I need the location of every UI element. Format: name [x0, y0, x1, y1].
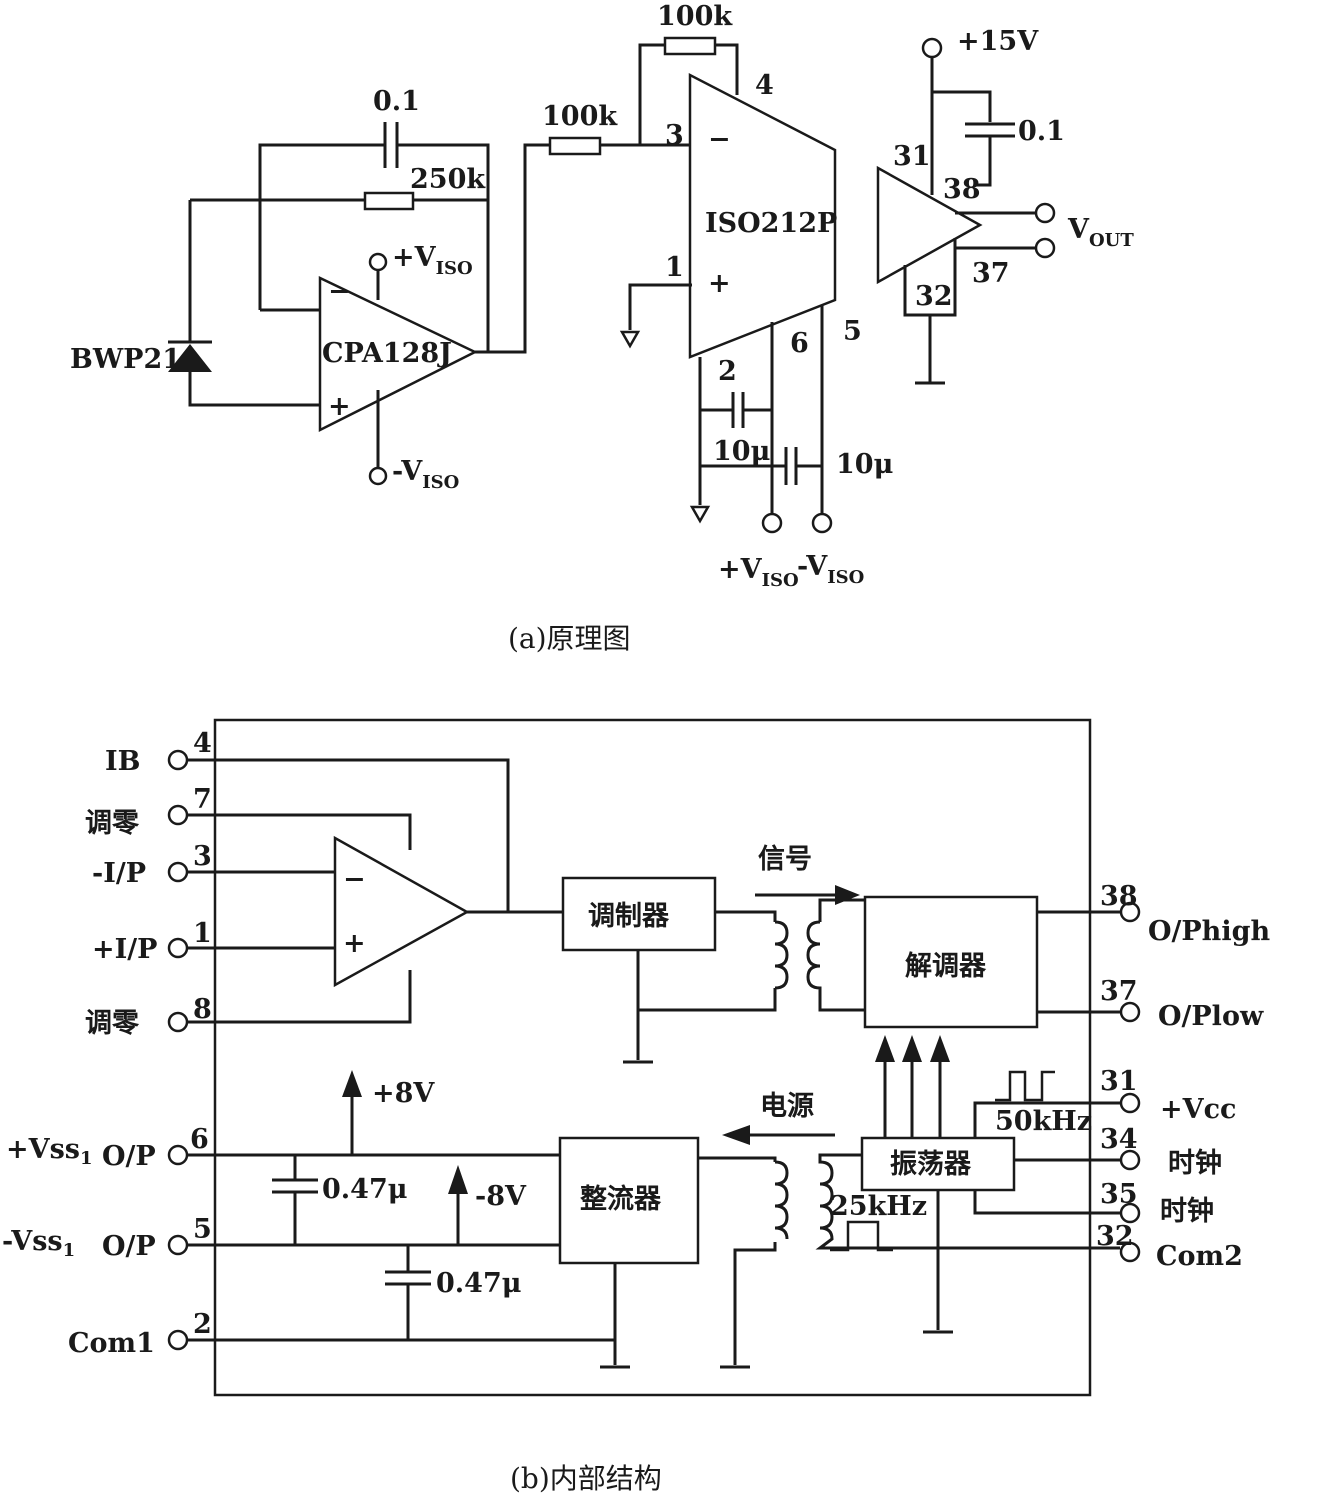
- label-50khz: 50kHz: [995, 1106, 1092, 1137]
- pin-34-b: 34: [1100, 1124, 1138, 1155]
- opamp-minus-sign: −: [328, 276, 351, 307]
- label-oscillator: 振荡器: [890, 1149, 972, 1180]
- terminal-label-clock-34: 时钟: [1168, 1148, 1222, 1179]
- terminal-label-minus-ip: -I/P: [92, 858, 146, 889]
- terminal-label-op-low: O/Plow: [1158, 1001, 1264, 1032]
- label-vminus-iso-b: -VISO: [797, 551, 864, 588]
- pin-35-b: 35: [1100, 1179, 1138, 1210]
- terminal-label-zero-adj-7: 调零: [85, 808, 140, 839]
- label-res-100k-in: 100k: [542, 101, 618, 132]
- terminal-label-clock-35: 时钟: [1160, 1196, 1214, 1227]
- iso-plus-sign: +: [708, 268, 731, 299]
- resistor-100k-fb: [663, 36, 717, 56]
- label-res-250k: 250k: [410, 164, 486, 195]
- oscillator-block: [860, 1136, 1016, 1192]
- label-vout: VOUT: [1067, 214, 1134, 251]
- label-plus-8v: +8V: [372, 1078, 435, 1109]
- label-iso212p: ISO212P: [705, 208, 837, 239]
- internal-b: [167, 718, 1141, 1397]
- label-cap-047-b: 0.47μ: [436, 1268, 522, 1299]
- pin-4: 4: [755, 70, 774, 101]
- pin-31: 31: [893, 141, 931, 172]
- pin-31-b: 31: [1100, 1066, 1138, 1097]
- resistor-100k-in: [548, 136, 602, 156]
- label-rectifier: 整流器: [580, 1184, 662, 1215]
- pin-1: 1: [665, 252, 684, 283]
- pin-37-b: 37: [1100, 976, 1138, 1007]
- terminal-label-zero-adj-8: 调零: [85, 1008, 140, 1039]
- terminal-label-vcc: +Vcc: [1160, 1094, 1236, 1125]
- pin-6-b: 6: [190, 1124, 209, 1155]
- terminal-label-ib: IB: [105, 746, 140, 777]
- label-cap-047-a: 0.47μ: [322, 1174, 408, 1205]
- terminal-label-op-high: O/Phigh: [1148, 916, 1270, 947]
- label-diode: BWP21: [70, 344, 181, 375]
- pin-3-b: 3: [193, 841, 212, 872]
- label-cap-10u-b: 10μ: [836, 449, 893, 480]
- output-amp: [876, 165, 983, 285]
- opamp-plus-sign: +: [328, 391, 351, 422]
- internal-opamp-minus: −: [343, 864, 366, 895]
- pin-32-b: 32: [1096, 1221, 1134, 1252]
- terminal-suffix-plus-vss: O/P: [102, 1141, 156, 1172]
- pin-7-b: 7: [193, 784, 212, 815]
- label-signal: 信号: [758, 844, 812, 875]
- label-vplus-iso: +VISO: [392, 242, 473, 279]
- label-power: 电源: [760, 1091, 814, 1122]
- terminal-label-plus-vss: +Vss1: [6, 1134, 93, 1169]
- label-vcc-15v: +15V: [957, 26, 1039, 57]
- pin-32: 32: [915, 281, 953, 312]
- terminal-label-minus-vss: -Vss1: [2, 1226, 75, 1261]
- pin-6: 6: [790, 328, 809, 359]
- label-vplus-iso-b: +VISO: [718, 554, 799, 591]
- pin-4-b: 4: [193, 728, 212, 759]
- opamp-cpa128j: [318, 276, 478, 433]
- pin-5: 5: [843, 316, 862, 347]
- diode-symbol: [168, 344, 212, 372]
- schematic-a: [168, 36, 1056, 534]
- label-opamp: CPA128J: [322, 338, 452, 369]
- internal-opamp: [333, 835, 470, 988]
- label-vminus-iso: -VISO: [392, 456, 459, 493]
- terminal-suffix-minus-vss: O/P: [102, 1231, 156, 1262]
- internal-opamp-plus: +: [343, 928, 366, 959]
- pin-37: 37: [972, 258, 1010, 289]
- demodulator-block: [863, 895, 1039, 1029]
- pin-1-b: 1: [193, 918, 212, 949]
- label-25khz: 25kHz: [830, 1191, 927, 1222]
- label-cap-10u-a: 10μ: [713, 436, 770, 467]
- label-cap-supply: 0.1: [1018, 116, 1065, 147]
- pin-3: 3: [665, 120, 684, 151]
- terminal-label-com1: Com1: [68, 1328, 155, 1359]
- label-cap-feedback: 0.1: [373, 86, 420, 117]
- pin-2-b: 2: [193, 1309, 212, 1340]
- iso-minus-sign: −: [708, 124, 731, 155]
- internal-outline: [213, 718, 1092, 1397]
- pin-8-b: 8: [193, 994, 212, 1025]
- rectifier-block: [558, 1136, 700, 1265]
- resistor-250k: [363, 191, 415, 211]
- caption-a: (a)原理图: [508, 622, 631, 655]
- pin-38: 38: [943, 174, 981, 205]
- terminal-label-com2: Com2: [1156, 1241, 1243, 1272]
- iso212p-block: [688, 72, 837, 359]
- label-demodulator: 解调器: [905, 951, 987, 982]
- pin-2: 2: [718, 356, 737, 387]
- terminal-label-plus-ip: +I/P: [92, 934, 157, 965]
- pin-5-b: 5: [193, 1214, 212, 1245]
- pin-38-b: 38: [1100, 881, 1138, 912]
- label-modulator: 调制器: [588, 901, 670, 932]
- label-minus-8v: -8V: [475, 1181, 527, 1212]
- caption-b: (b)内部结构: [510, 1462, 662, 1495]
- modulator-block: [561, 876, 717, 952]
- label-res-100k-fb: 100k: [657, 1, 733, 32]
